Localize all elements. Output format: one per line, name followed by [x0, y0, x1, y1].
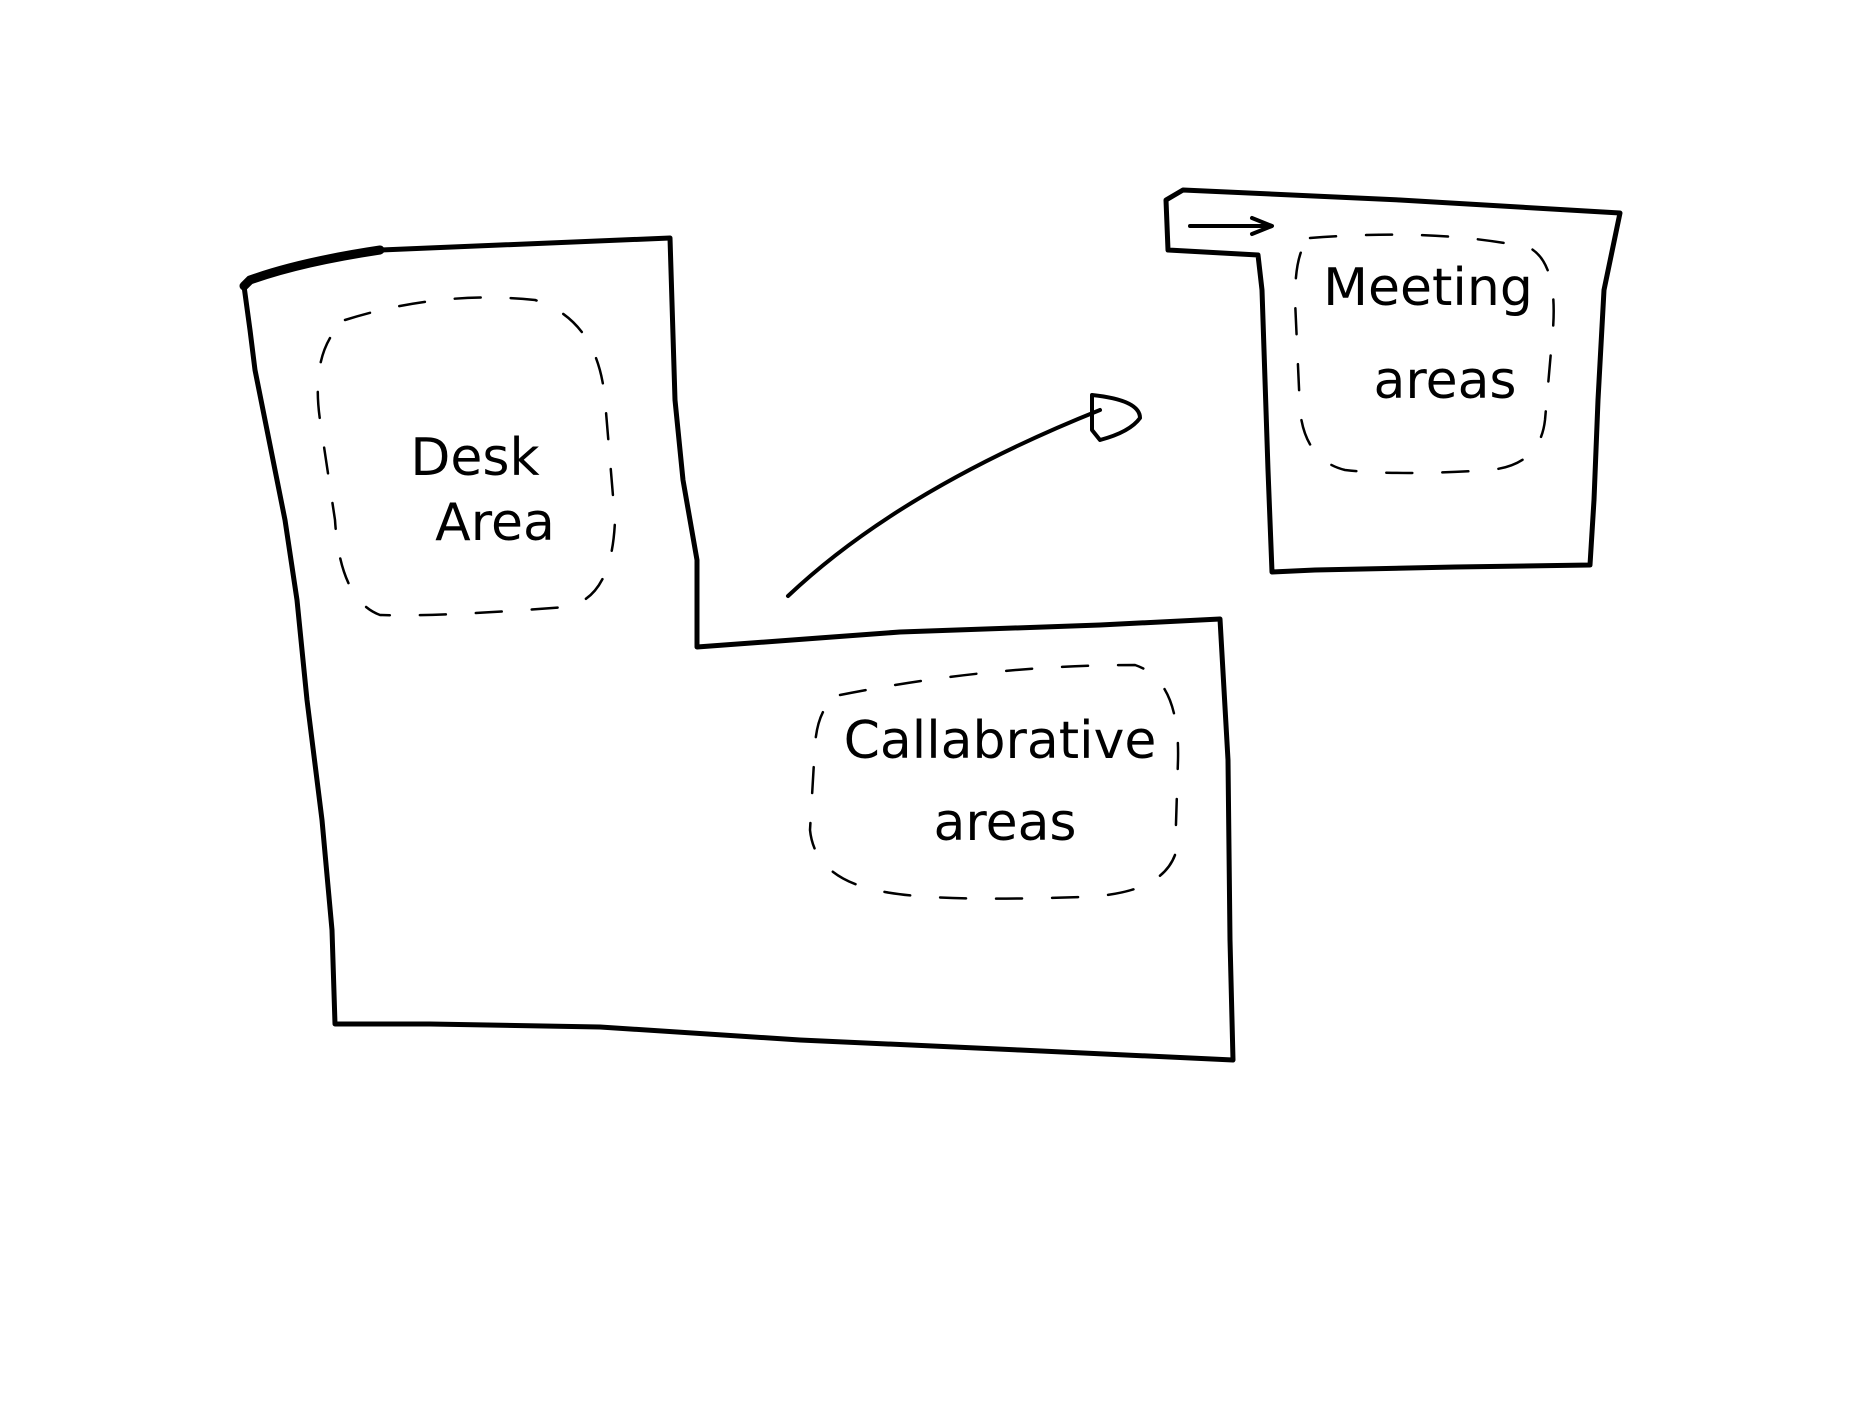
collaborative-area-label-line2: areas — [933, 793, 1076, 853]
meeting-room-outline — [1163, 187, 1623, 575]
meeting-area-label-line1: Meeting — [1323, 258, 1533, 318]
desk-area-label-line1: Desk — [410, 428, 539, 488]
entry-arrow — [1188, 216, 1274, 236]
connection-arrow — [786, 393, 1142, 598]
meeting-area-label-line2: areas — [1373, 351, 1516, 411]
collaborative-area-label-line1: Callabrative — [844, 711, 1157, 771]
meeting-area-zone: Meeting areas — [1293, 233, 1555, 475]
desk-area-label-line2: Area — [435, 493, 555, 553]
main-floor-outline — [239, 235, 1236, 1063]
desk-area-zone: Desk Area — [316, 296, 617, 617]
collaborative-area-zone: Callabrative areas — [808, 663, 1180, 900]
